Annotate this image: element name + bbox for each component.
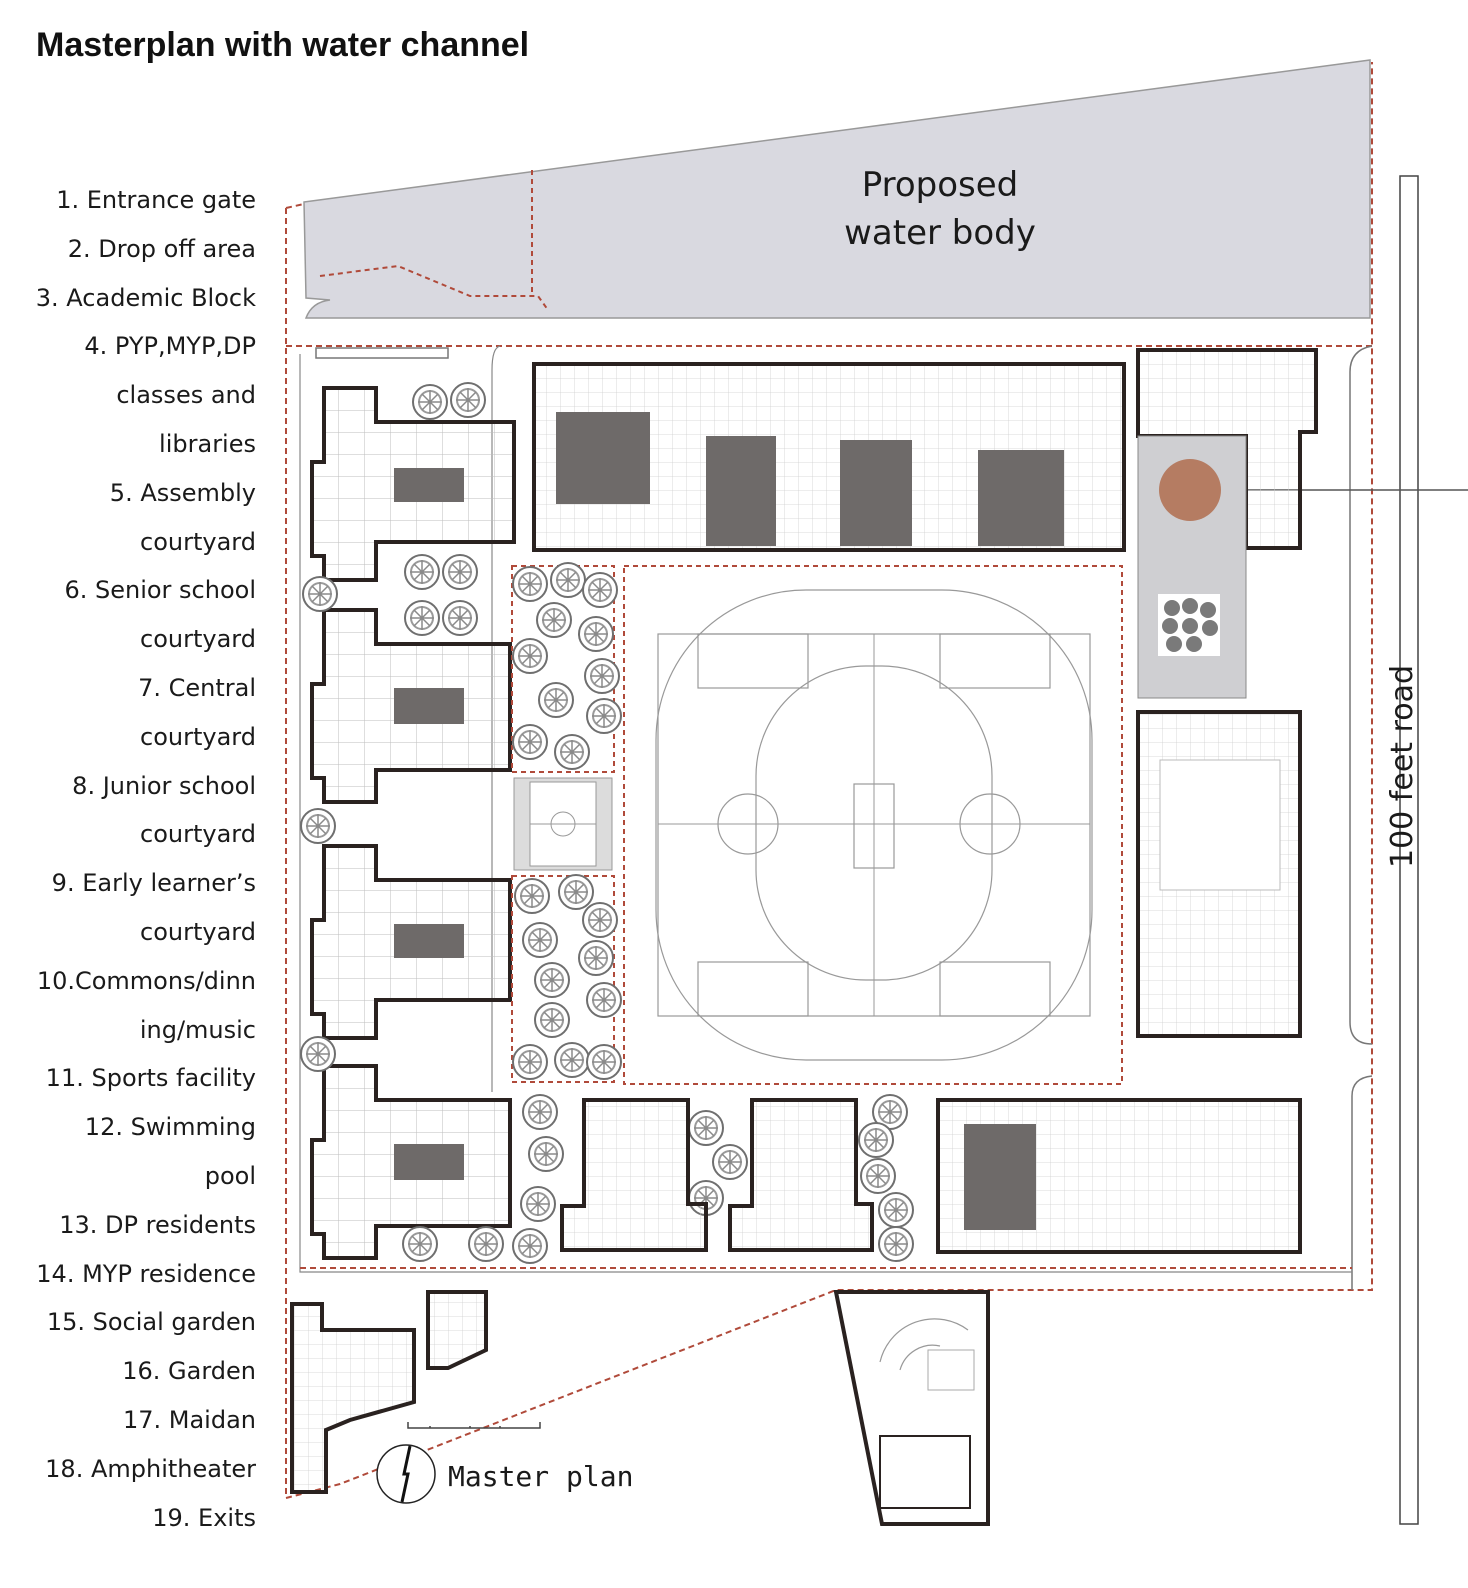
left-blocks — [310, 386, 516, 1260]
sports-facility — [1136, 710, 1302, 1038]
legend-item: 1. Entrance gate — [56, 186, 256, 214]
legend-item: 6. Senior school — [64, 576, 256, 605]
legend-item: 10.Commons/dinn — [36, 966, 256, 995]
inner-lane — [299, 345, 1352, 1273]
tree-grove — [300, 382, 914, 1264]
maidan — [623, 565, 1123, 1085]
water-body — [303, 59, 1371, 319]
amphitheater — [833, 1290, 990, 1526]
legend-item: 14. MYP residence — [36, 1259, 256, 1288]
legend-item: 17. Maidan — [122, 1405, 256, 1434]
legend-item: courtyard — [140, 722, 256, 751]
legend-item: 15. Social garden — [46, 1308, 256, 1337]
water-feature-circle — [1159, 459, 1221, 521]
legend-item: 3. Academic Block — [35, 283, 256, 312]
drop-off-lane — [315, 347, 449, 359]
legend-item: 7. Central — [138, 673, 256, 702]
site-boundary — [285, 62, 1373, 1500]
bottom-residences — [560, 1098, 1302, 1254]
scale-bar — [407, 1422, 541, 1429]
entrance-gate-buildings — [290, 1290, 488, 1494]
top-right-block — [1136, 348, 1318, 699]
legend-item: 2. Drop off area — [67, 234, 256, 263]
legend-item: 5. Assembly — [109, 478, 256, 507]
legend: 1. Entrance gate 2. Drop off area 3. Aca… — [0, 176, 256, 1542]
small-court — [513, 777, 613, 871]
legend-item: ing/music — [139, 1015, 256, 1044]
legend-item: 9. Early learner’s — [51, 869, 256, 898]
legend-item: courtyard — [140, 917, 256, 946]
legend-item: courtyard — [140, 527, 256, 556]
legend-item: courtyard — [140, 820, 256, 849]
road-edge — [1349, 345, 1373, 1290]
diagram-title: Masterplan with water channel — [36, 26, 530, 64]
legend-item: 8. Junior school — [72, 771, 256, 800]
legend-item: 12. Swimming — [84, 1113, 256, 1142]
water-boundary-dashed — [319, 170, 549, 311]
water-body-label-line1: Proposed — [862, 165, 1019, 205]
road-label: 100 feet road — [1385, 665, 1420, 868]
north-arrow-icon — [376, 1444, 436, 1504]
water-body-label-line2: water body — [844, 213, 1036, 253]
legend-item: courtyard — [140, 625, 256, 654]
legend-item: libraries — [159, 429, 256, 458]
legend-item: 11. Sports facility — [45, 1064, 256, 1093]
plan-caption: Master plan — [448, 1460, 633, 1493]
legend-item: 18. Amphitheater — [45, 1454, 256, 1483]
road — [1399, 175, 1419, 1525]
legend-item: 4. PYP,MYP,DP — [84, 332, 256, 361]
legend-item: classes and — [116, 381, 256, 410]
legend-item: pool — [204, 1161, 256, 1190]
top-block — [532, 362, 1126, 552]
legend-item: 13. DP residents — [59, 1210, 256, 1239]
legend-item: 16. Garden — [122, 1357, 256, 1386]
legend-item: 19. Exits — [152, 1503, 256, 1532]
